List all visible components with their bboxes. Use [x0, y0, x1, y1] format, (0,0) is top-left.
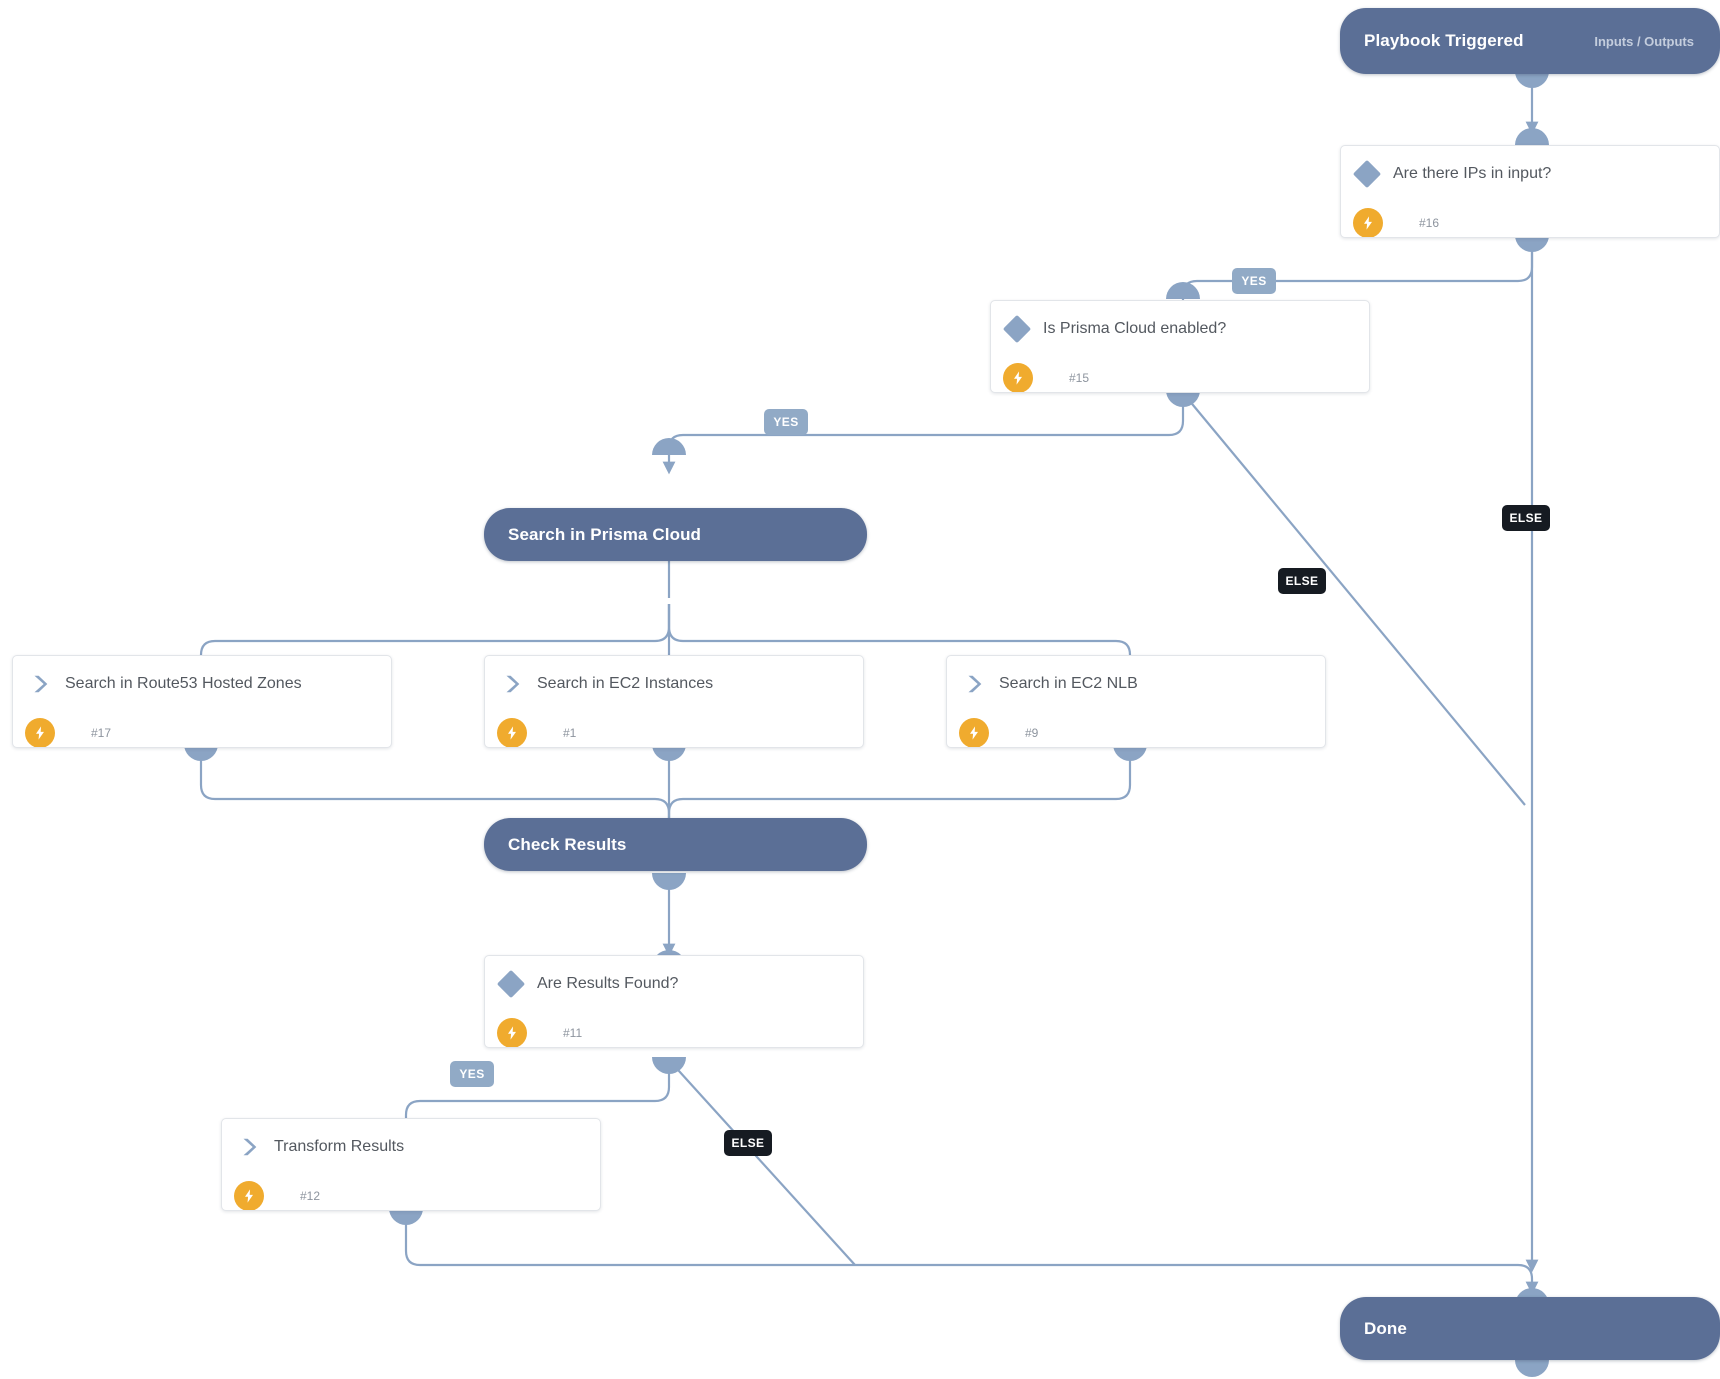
card-header: Is Prisma Cloud enabled? — [991, 301, 1369, 357]
card-header: Transform Results — [222, 1119, 600, 1175]
edge-label-text: YES — [459, 1067, 485, 1081]
task-id: #17 — [91, 726, 112, 740]
card-footer: #1 — [485, 712, 863, 747]
node-search-in-prisma-cloud[interactable]: Search in Prisma Cloud — [484, 508, 867, 561]
edge-label-else-ips[interactable]: ELSE — [1502, 505, 1550, 531]
edge-label-text: ELSE — [731, 1136, 765, 1150]
card-header: Search in EC2 Instances — [485, 656, 863, 712]
card-footer: #15 — [991, 357, 1369, 392]
chevron-right-icon — [27, 673, 65, 695]
port-out-transform-results[interactable] — [389, 1208, 423, 1225]
node-title: Search in Prisma Cloud — [508, 524, 702, 544]
node-search-ec2-nlb[interactable]: Search in EC2 NLB #9 — [946, 655, 1326, 748]
edge-label-text: ELSE — [1509, 511, 1543, 525]
edge-label-yes-prisma[interactable]: YES — [764, 409, 808, 435]
node-transform-results[interactable]: Transform Results #12 — [221, 1118, 601, 1211]
edge-label-text: YES — [773, 415, 799, 429]
port-in-is-prisma-enabled[interactable] — [1166, 282, 1200, 299]
task-id: #1 — [563, 726, 577, 740]
port-in-search-prisma-cloud[interactable] — [652, 438, 686, 455]
node-playbook-triggered[interactable]: Playbook Triggered Inputs / Outputs — [1340, 8, 1720, 74]
edge-label-yes-ips[interactable]: YES — [1232, 268, 1276, 294]
card-footer: #12 — [222, 1175, 600, 1210]
chevron-right-icon — [961, 673, 999, 695]
task-id: #16 — [1419, 216, 1440, 230]
diamond-icon — [496, 969, 537, 999]
edge-label-else-prisma[interactable]: ELSE — [1278, 568, 1326, 594]
diamond-icon — [1002, 314, 1043, 344]
port-out-are-there-ips[interactable] — [1515, 235, 1549, 252]
bolt-icon — [1003, 363, 1033, 392]
chevron-right-icon — [236, 1136, 274, 1158]
node-title: Check Results — [508, 834, 627, 854]
bolt-icon — [497, 718, 527, 747]
port-out-is-prisma-enabled[interactable] — [1166, 390, 1200, 407]
port-out-done[interactable] — [1515, 1360, 1549, 1377]
node-check-results[interactable]: Check Results — [484, 818, 867, 871]
node-are-there-ips[interactable]: Are there IPs in input? #16 — [1340, 145, 1720, 238]
node-title: Is Prisma Cloud enabled? — [1043, 320, 1227, 337]
task-id: #9 — [1025, 726, 1039, 740]
bolt-icon — [234, 1181, 264, 1210]
node-title: Are there IPs in input? — [1393, 165, 1552, 182]
bolt-icon — [25, 718, 55, 747]
chevron-right-icon — [499, 673, 537, 695]
card-header: Search in EC2 NLB — [947, 656, 1325, 712]
card-footer: #16 — [1341, 202, 1719, 237]
edge-label-yes-results-found[interactable]: YES — [450, 1061, 494, 1087]
card-header: Search in Route53 Hosted Zones — [13, 656, 391, 712]
node-title: Search in EC2 Instances — [537, 675, 714, 692]
task-id: #11 — [563, 1026, 583, 1040]
port-out-playbook-triggered[interactable] — [1515, 71, 1549, 88]
node-done[interactable]: Done — [1340, 1297, 1720, 1360]
card-header: Are Results Found? — [485, 956, 863, 1012]
card-footer: #9 — [947, 712, 1325, 747]
card-footer: #17 — [13, 712, 391, 747]
port-out-search-route53[interactable] — [184, 744, 218, 761]
bolt-icon — [959, 718, 989, 747]
node-title: Playbook Triggered — [1364, 31, 1524, 50]
port-out-search-ec2-nlb[interactable] — [1113, 744, 1147, 761]
task-id: #15 — [1069, 371, 1090, 385]
diamond-icon — [1352, 159, 1393, 189]
bolt-icon — [497, 1018, 527, 1047]
node-are-results-found[interactable]: Are Results Found? #11 — [484, 955, 864, 1048]
port-out-search-ec2-instances[interactable] — [652, 744, 686, 761]
edge-label-else-results-found[interactable]: ELSE — [724, 1130, 772, 1156]
node-title: Are Results Found? — [537, 975, 679, 992]
node-title: Transform Results — [274, 1138, 405, 1155]
node-title: Done — [1364, 1318, 1407, 1338]
inputs-outputs-link[interactable]: Inputs / Outputs — [1594, 33, 1694, 49]
node-search-route53-hosted-zones[interactable]: Search in Route53 Hosted Zones #17 — [12, 655, 392, 748]
edge-label-text: YES — [1241, 274, 1267, 288]
bolt-icon — [1353, 208, 1383, 237]
node-search-ec2-instances[interactable]: Search in EC2 Instances #1 — [484, 655, 864, 748]
port-out-are-results-found[interactable] — [652, 1057, 686, 1074]
node-is-prisma-cloud-enabled[interactable]: Is Prisma Cloud enabled? #15 — [990, 300, 1370, 393]
edge-label-text: ELSE — [1285, 574, 1319, 588]
port-out-check-results[interactable] — [652, 873, 686, 890]
card-footer: #11 — [485, 1012, 863, 1047]
node-title: Search in Route53 Hosted Zones — [65, 675, 302, 692]
task-id: #12 — [300, 1189, 321, 1203]
card-header: Are there IPs in input? — [1341, 146, 1719, 202]
node-title: Search in EC2 NLB — [999, 675, 1138, 692]
port-in-are-there-ips[interactable] — [1515, 128, 1549, 145]
